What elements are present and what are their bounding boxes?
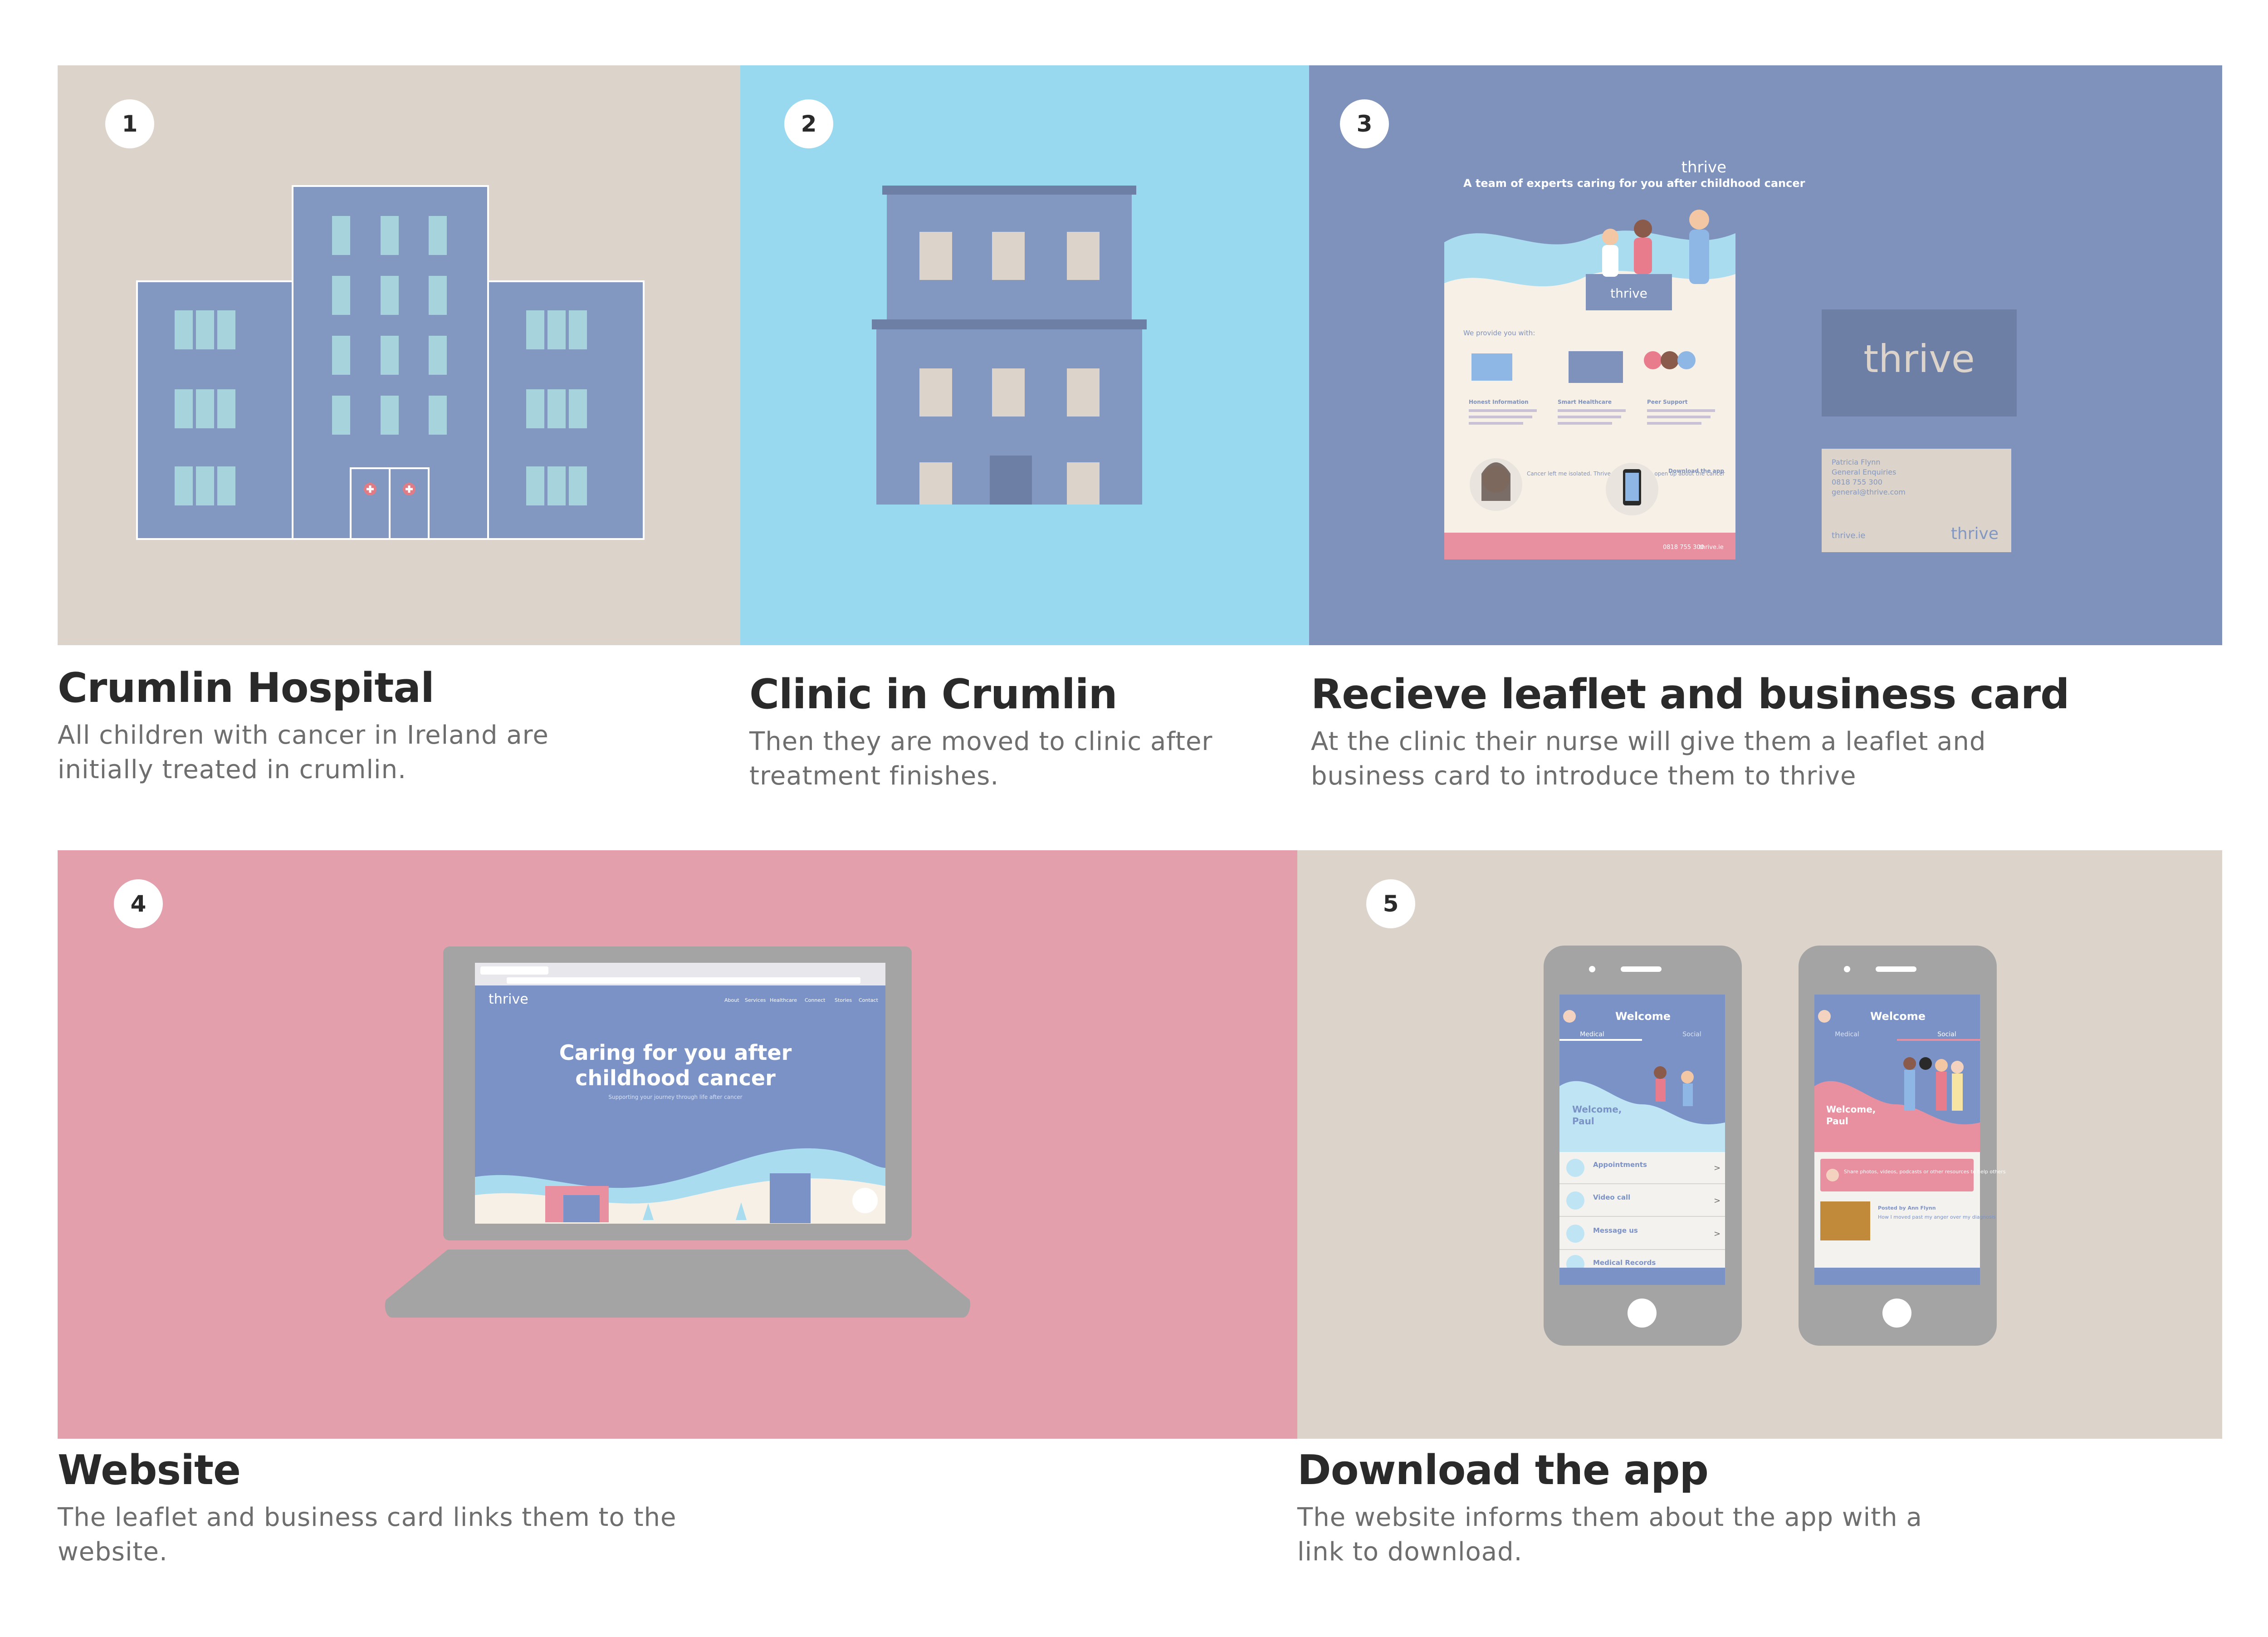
website-logo: thrive	[489, 991, 528, 1007]
website-nav: About	[724, 997, 739, 1003]
business-card-front	[1822, 309, 2017, 417]
phones-illustration: Welcome Medical Social Welcome, Paul App…	[1544, 946, 2006, 1346]
app-title: Welcome	[1615, 1010, 1671, 1023]
step-number: 1	[122, 111, 138, 137]
app-greeting: Welcome,	[1826, 1104, 1876, 1115]
app-post-author: Posted by Ann Flynn	[1878, 1205, 1936, 1211]
step-badge: 2	[784, 99, 833, 148]
step-title: Website	[58, 1446, 241, 1494]
svg-text:>: >	[1714, 1229, 1721, 1239]
step-title: Recieve leaflet and business card	[1311, 671, 2070, 718]
step-number: 5	[1383, 891, 1399, 917]
leaflet-brand: thrive	[1681, 158, 1726, 176]
website-nav: Services	[745, 997, 766, 1003]
panel-clinic: 2	[740, 65, 1309, 645]
website-subline: Supporting your journey through life aft…	[608, 1094, 742, 1100]
leaflet-feature: Smart Healthcare	[1558, 399, 1612, 405]
leaflet-sign-brand: thrive	[1610, 286, 1647, 301]
step-badge: 1	[105, 99, 154, 148]
step-description: The website informs them about the app w…	[1297, 1503, 1922, 1567]
card-role: General Enquiries	[1832, 468, 1896, 476]
app-tab-social: Social	[1937, 1031, 1956, 1038]
leaflet-footer-phone: 0818 755 300	[1663, 544, 1704, 551]
step-description: At the clinic their nurse will give them…	[1311, 727, 1986, 791]
step-badge: 3	[1340, 99, 1389, 148]
website-headline-1: Caring for you after	[559, 1040, 792, 1065]
website-headline-2: childhood cancer	[575, 1066, 776, 1090]
laptop-illustration: thrive About Services Healthcare Connect…	[385, 946, 970, 1318]
website-nav: Connect	[805, 997, 826, 1003]
step-title: Crumlin Hospital	[58, 664, 435, 712]
app-menu-item: Appointments	[1593, 1161, 1647, 1169]
caption-app: Download the app The website informs the…	[1297, 1446, 1955, 1569]
app-share: Share photos, videos, podcasts or other …	[1844, 1169, 2006, 1175]
step-badge: 4	[114, 879, 163, 928]
clinic-door	[990, 456, 1032, 505]
step-number: 4	[130, 891, 147, 917]
app-title: Welcome	[1870, 1010, 1926, 1023]
caption-leaflet: Recieve leaflet and business card At the…	[1311, 671, 2070, 794]
website-nav: Stories	[835, 997, 852, 1003]
leaflet-feature: Honest Information	[1469, 399, 1529, 405]
hospital-illustration	[136, 185, 645, 540]
website-nav: Contact	[859, 997, 878, 1003]
leaflet-provide: We provide you with:	[1463, 329, 1535, 337]
step-number: 2	[801, 111, 817, 137]
leaflet-footer-url: thrive.ie	[1699, 544, 1724, 551]
panel-app: 5 Welcome Medical Social Welcome, Paul A…	[1297, 850, 2222, 1439]
step-description: Then they are moved to clinic after trea…	[749, 727, 1213, 791]
card-brand: thrive	[1863, 337, 1975, 381]
caption-clinic: Clinic in Crumlin Then they are moved to…	[749, 671, 1294, 794]
step-description: The leaflet and business card links them…	[58, 1503, 677, 1567]
app-post-text: How I moved past my anger over my diagno…	[1878, 1214, 1996, 1220]
card-url: thrive.ie	[1832, 531, 1865, 540]
hospital-door	[350, 467, 430, 540]
app-tab-medical: Medical	[1580, 1031, 1604, 1038]
card-email: general@thrive.com	[1832, 488, 1906, 496]
leaflet-feature: Peer Support	[1647, 399, 1688, 405]
app-tab-medical: Medical	[1835, 1031, 1859, 1038]
card-name: Patricia Flynn	[1832, 458, 1881, 466]
app-menu-item: Medical Records	[1593, 1259, 1656, 1267]
card-phone: 0818 755 300	[1832, 478, 1882, 486]
leaflet-and-card-illustration: thrive thrive A team of experts caring f…	[1444, 149, 2017, 559]
caption-hospital: Crumlin Hospital All children with cance…	[58, 664, 647, 787]
app-menu-item: Message us	[1593, 1226, 1638, 1235]
business-card-back	[1822, 449, 2011, 552]
step-description: All children with cancer in Ireland are …	[58, 720, 549, 784]
app-greeting: Welcome,	[1572, 1104, 1622, 1115]
step-number: 3	[1356, 111, 1373, 137]
caption-website: Website The leaflet and business card li…	[58, 1446, 715, 1569]
step-title: Clinic in Crumlin	[749, 671, 1118, 718]
step-title: Download the app	[1297, 1446, 1709, 1494]
clinic-illustration	[872, 186, 1147, 505]
leaflet-download: Download the app	[1668, 468, 1724, 474]
leaflet-headline: A team of experts caring for you after c…	[1463, 177, 1805, 190]
panel-hospital: 1	[58, 65, 740, 645]
card-back-brand: thrive	[1951, 524, 1999, 543]
svg-text:>: >	[1714, 1196, 1721, 1206]
step-badge: 5	[1366, 879, 1415, 928]
app-menu-item: Video call	[1593, 1193, 1630, 1201]
svg-text:>: >	[1714, 1163, 1721, 1173]
panel-website: 4 thrive About Services Healthcare Conne…	[58, 850, 1297, 1439]
app-greeting-name: Paul	[1572, 1116, 1594, 1127]
website-nav: Healthcare	[770, 997, 797, 1003]
panel-leaflet: 3 thrive thrive A team of experts caring…	[1309, 65, 2222, 645]
app-tab-social: Social	[1682, 1031, 1701, 1038]
app-greeting-name: Paul	[1826, 1116, 1848, 1127]
